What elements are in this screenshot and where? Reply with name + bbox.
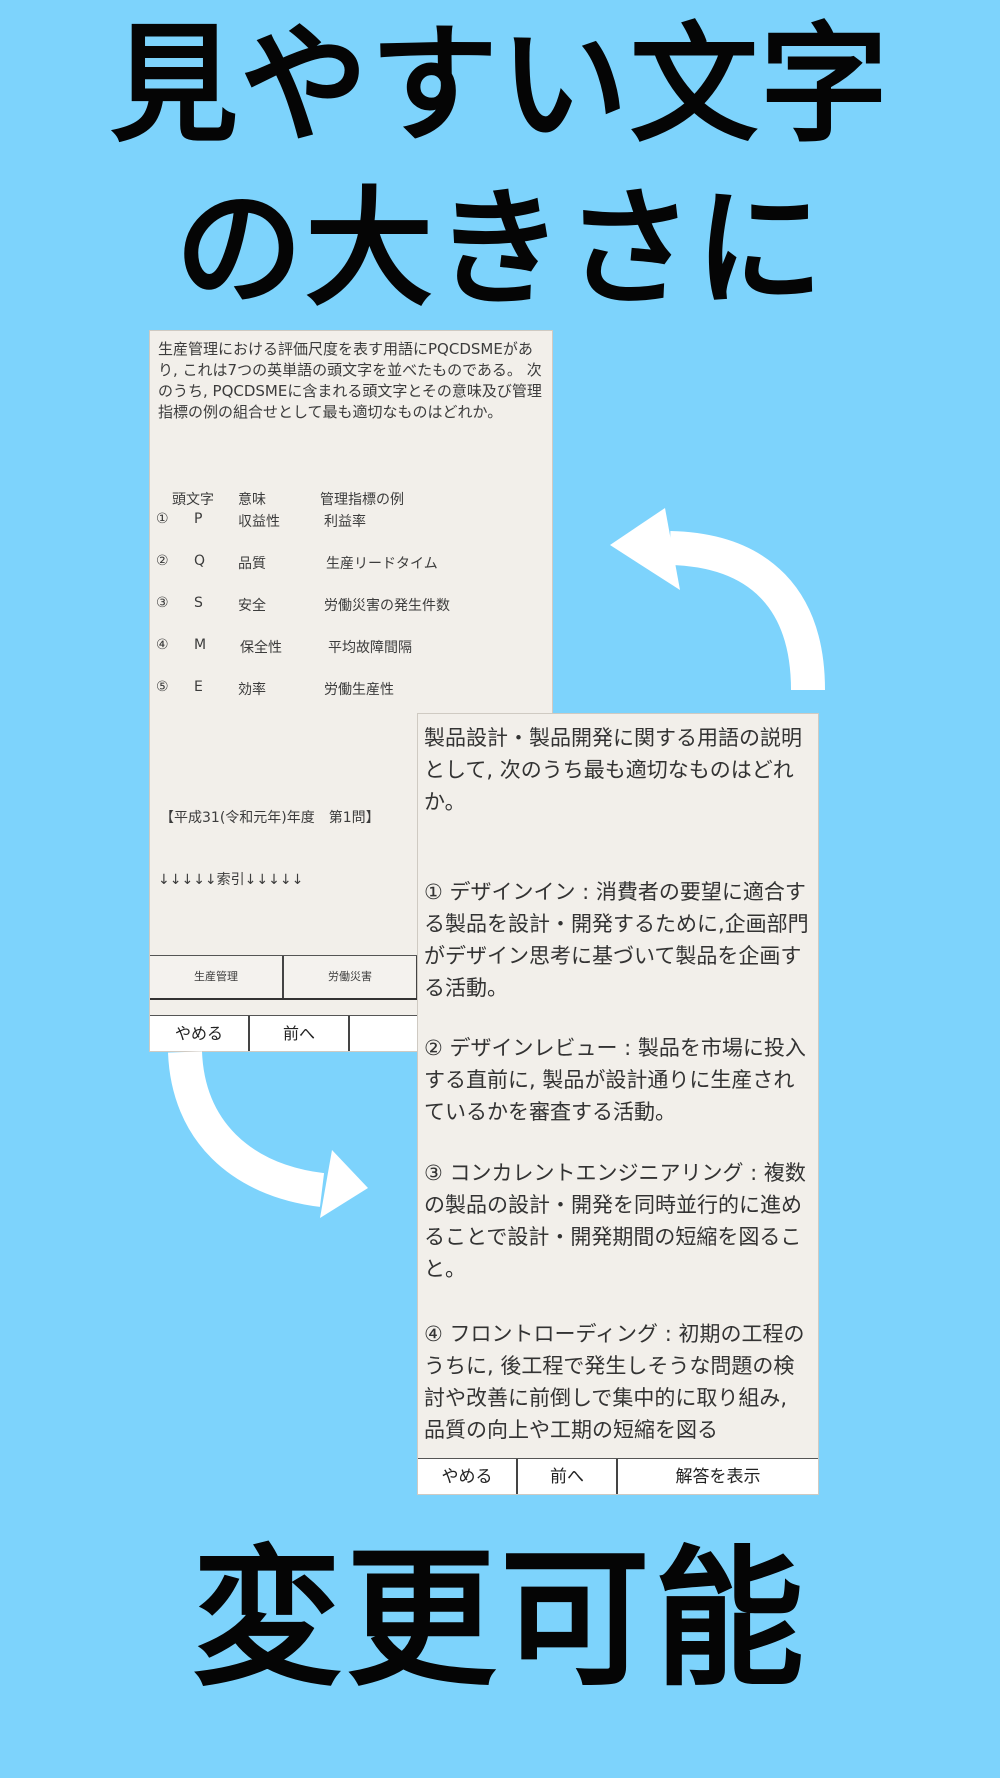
prev-button[interactable]: 前へ <box>518 1459 618 1494</box>
choice-item[interactable]: ② デザインレビュー : 製品を市場に投入する直前に, 製品が設計通りに生産され… <box>424 1036 806 1124</box>
exam-year: 【平成31(令和元年)年度 第1問】 <box>160 810 380 826</box>
headline-line-2: の大きさに <box>174 175 825 324</box>
tag-production-management[interactable]: 生産管理 <box>150 956 284 998</box>
quit-button[interactable]: やめる <box>418 1459 518 1494</box>
headline-line-3: 変更可能 <box>191 1533 808 1707</box>
show-answer-button[interactable]: 解答を表示 <box>675 1467 761 1487</box>
table-header-example: 管理指標の例 <box>320 492 404 508</box>
headline-line-1: 見やすい文字 <box>109 11 890 160</box>
arrow-up-head-icon <box>610 508 680 590</box>
arrow-up-icon <box>669 531 825 691</box>
arrow-down-head-icon <box>320 1150 368 1218</box>
button-bar: やめる 前へ 解答を表示 <box>418 1458 818 1494</box>
choice-item[interactable]: ④ フロントローディング : 初期の工程のうちに, 後工程で発生しそうな問題の検… <box>424 1322 805 1442</box>
choice-item[interactable]: ① デザインイン : 消費者の要望に適合する製品を設計・開発するために,企画部門… <box>424 880 809 1000</box>
screen-right: 製品設計・製品開発に関する用語の説明として, 次のうち最も適切なものはどれか。 … <box>417 713 819 1495</box>
question-text: 製品設計・製品開発に関する用語の説明として, 次のうち最も適切なものはどれか。 <box>424 726 802 814</box>
table-header-initial: 頭文字 <box>172 492 214 508</box>
table-header-meaning: 意味 <box>238 492 266 508</box>
quit-button[interactable]: やめる <box>150 1016 250 1051</box>
arrow-down-icon <box>168 1050 325 1207</box>
question-text: 生産管理における評価尺度を表す用語にPQCDSMEがあり, これは7つの英単語の… <box>158 340 542 421</box>
index-label: ↓↓↓↓↓索引↓↓↓↓↓ <box>158 872 304 888</box>
prev-button[interactable]: 前へ <box>250 1016 350 1051</box>
choice-item[interactable]: ③ コンカレントエンジニアリング : 複数の製品の設計・開発を同時並行的に進める… <box>424 1161 806 1281</box>
